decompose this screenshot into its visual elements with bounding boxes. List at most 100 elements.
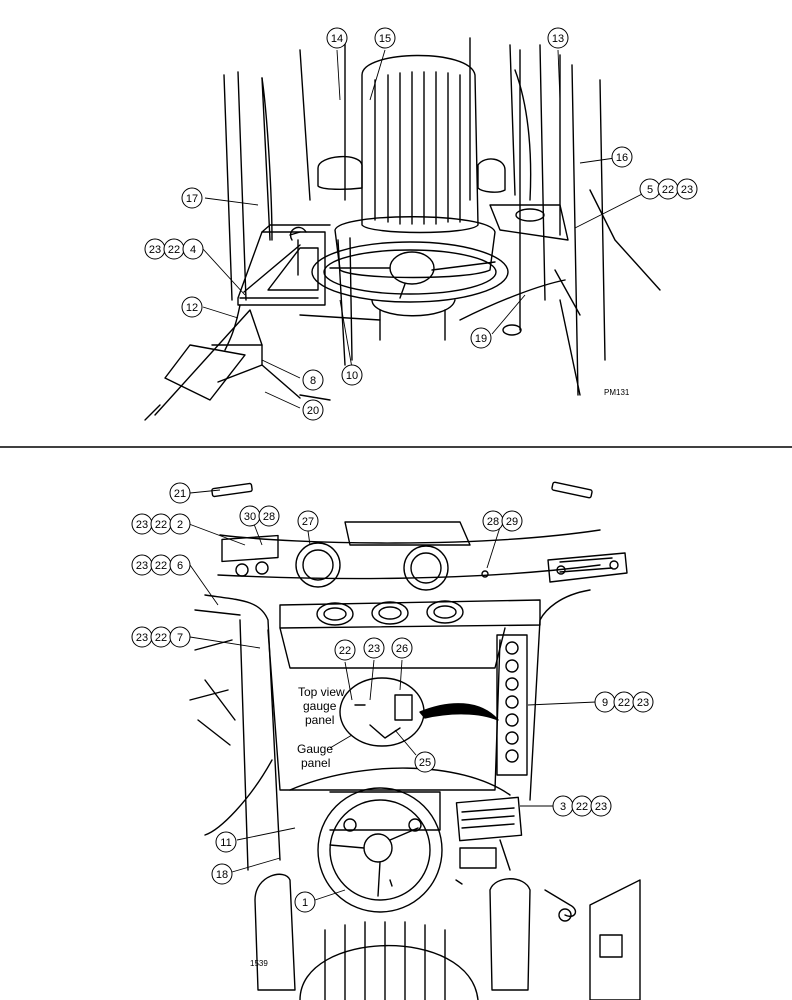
callout-6-num: 6 [177,560,183,572]
steering-column [337,237,353,366]
callout-21-num: 21 [174,488,186,500]
callout-20-num: 20 [307,405,319,417]
callout-18: 18 [211,863,233,885]
callout-11-num: 11 [220,837,231,849]
callout-22: 22 [334,639,356,661]
roof-light-left [211,482,253,498]
callout-14: 14 [326,27,348,49]
callout-23-num: 23 [136,560,148,572]
callout-26-num: 26 [396,643,408,655]
gear-lever [289,226,307,276]
callout-12-num: 12 [186,302,198,314]
callout-22-num: 22 [576,801,588,813]
lower-ref-code: 1539 [250,959,268,968]
callout-22-num: 22 [155,519,167,531]
callout-27-num: 27 [302,516,314,528]
foot-pedal [164,344,246,401]
callout-9-num: 9 [602,697,608,709]
inset-arrow [419,703,499,721]
callout-23-num: 23 [368,643,380,655]
lower-leaders [188,489,597,901]
seat-front [299,944,479,1000]
header-vent-3 [426,600,464,624]
lower-view-drawing [189,481,641,1000]
callout-28-num: 28 [487,516,499,528]
switch-plate [221,534,279,563]
callout-8-num: 8 [310,375,316,387]
callout-23-num: 23 [136,519,148,531]
callout-26: 26 [391,637,413,659]
callout-12: 12 [181,296,203,318]
upper-vent-right [403,545,449,591]
overhead-console [344,521,471,546]
callout-21: 21 [169,482,191,504]
callout-19: 19 [470,327,492,349]
callout-16-num: 16 [616,152,628,164]
upper-ref-code: PM131 [604,388,630,397]
upper-callouts: 14 15 13 16 17 5 22 23 [144,27,698,421]
callout-23-22-2: 23 22 2 [131,513,191,535]
inset-label-gauge: gauge [303,699,337,713]
callout-3-num: 3 [560,801,566,813]
radio [547,552,628,583]
inset-label-gauge-panel-1: Gauge [297,742,333,756]
right-shelf [489,204,569,241]
callout-19-num: 19 [475,333,487,345]
callout-11: 11 [215,831,237,853]
callout-23-num: 23 [136,632,148,644]
lower-callouts: 21 30 28 27 28 29 23 22 2 [131,482,654,913]
cab-floor [299,279,581,396]
callout-23-22-4: 23 22 4 [144,238,204,260]
upper-vent-left [295,542,341,588]
callout-18-num: 18 [216,869,228,881]
dash-steering-wheel [317,787,443,913]
callout-5-num: 5 [647,184,653,196]
callout-17-num: 17 [186,193,198,205]
inset-label-top-view: Top view [298,685,345,699]
left-door-post [223,71,271,301]
callout-25-num: 25 [419,757,431,769]
callout-16: 16 [611,146,633,168]
steering-hub [389,251,435,285]
callout-25: 25 [414,751,436,773]
callout-10: 10 [341,364,363,386]
callout-15-num: 15 [379,33,391,45]
callout-23-22-7: 23 22 7 [131,626,191,648]
callout-23-22-6: 23 22 6 [131,554,191,576]
inset-label-panel: panel [305,713,334,727]
callout-28-num: 28 [263,511,275,523]
header-vent-1 [316,602,354,626]
callout-10-num: 10 [346,370,358,382]
header-vent-2 [371,601,409,625]
right-door-post [519,44,606,396]
dash-steering-hub [363,833,393,863]
callout-23-num: 23 [637,697,649,709]
seat-backrest [361,54,479,234]
inset-label-gauge-panel-2: panel [301,756,330,770]
callout-15: 15 [374,27,396,49]
right-control-panel [455,796,523,842]
callout-22-num: 22 [168,244,180,256]
seat-armrest-left [317,155,363,191]
callout-14-num: 14 [331,33,343,45]
left-console [237,231,326,306]
callout-5-22-23: 5 22 23 [639,178,698,200]
right-armrest [489,878,531,991]
callout-7-num: 7 [177,632,183,644]
callout-23-num: 23 [149,244,161,256]
callout-1: 1 [294,891,316,913]
callout-1-num: 1 [302,897,308,909]
callout-20: 20 [302,399,324,421]
roof-light-right [551,481,593,499]
callout-2-num: 2 [177,519,183,531]
rear-window [299,37,516,201]
callout-23-num: 23 [681,184,693,196]
callout-13: 13 [547,27,569,49]
callout-22-num: 22 [662,184,674,196]
right-switch-column [496,634,528,776]
callout-4-num: 4 [190,244,196,256]
callout-27: 27 [297,510,319,532]
callout-3-22-23: 3 22 23 [552,795,612,817]
callout-29-num: 29 [506,516,518,528]
